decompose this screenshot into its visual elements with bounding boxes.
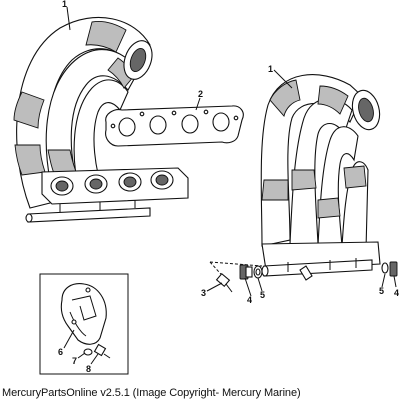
callout-6: 6 — [58, 347, 63, 357]
callout-3: 3 — [201, 288, 206, 298]
callout-5-left: 5 — [260, 290, 265, 300]
callout-7: 7 — [72, 356, 77, 366]
leader-lines — [63, 6, 397, 365]
callout-4-left: 4 — [247, 295, 252, 305]
callout-labels: 1 1 2 3 4 4 5 5 6 7 8 — [58, 0, 399, 374]
fastener-group-right — [209, 261, 398, 293]
callout-2: 2 — [198, 89, 203, 99]
exhaust-manifold-left — [13, 16, 189, 223]
inset-bracket-detail — [39, 273, 129, 375]
manifold-gasket — [105, 105, 244, 147]
callout-1-right: 1 — [268, 64, 273, 74]
callout-8: 8 — [86, 364, 91, 374]
callout-4-right: 4 — [394, 288, 399, 298]
exhaust-manifold-right — [260, 74, 381, 281]
callout-1-left: 1 — [62, 0, 67, 9]
callout-5-right: 5 — [379, 286, 384, 296]
image-caption: MercuryPartsOnline v2.5.1 (Image Copyrig… — [2, 387, 301, 399]
